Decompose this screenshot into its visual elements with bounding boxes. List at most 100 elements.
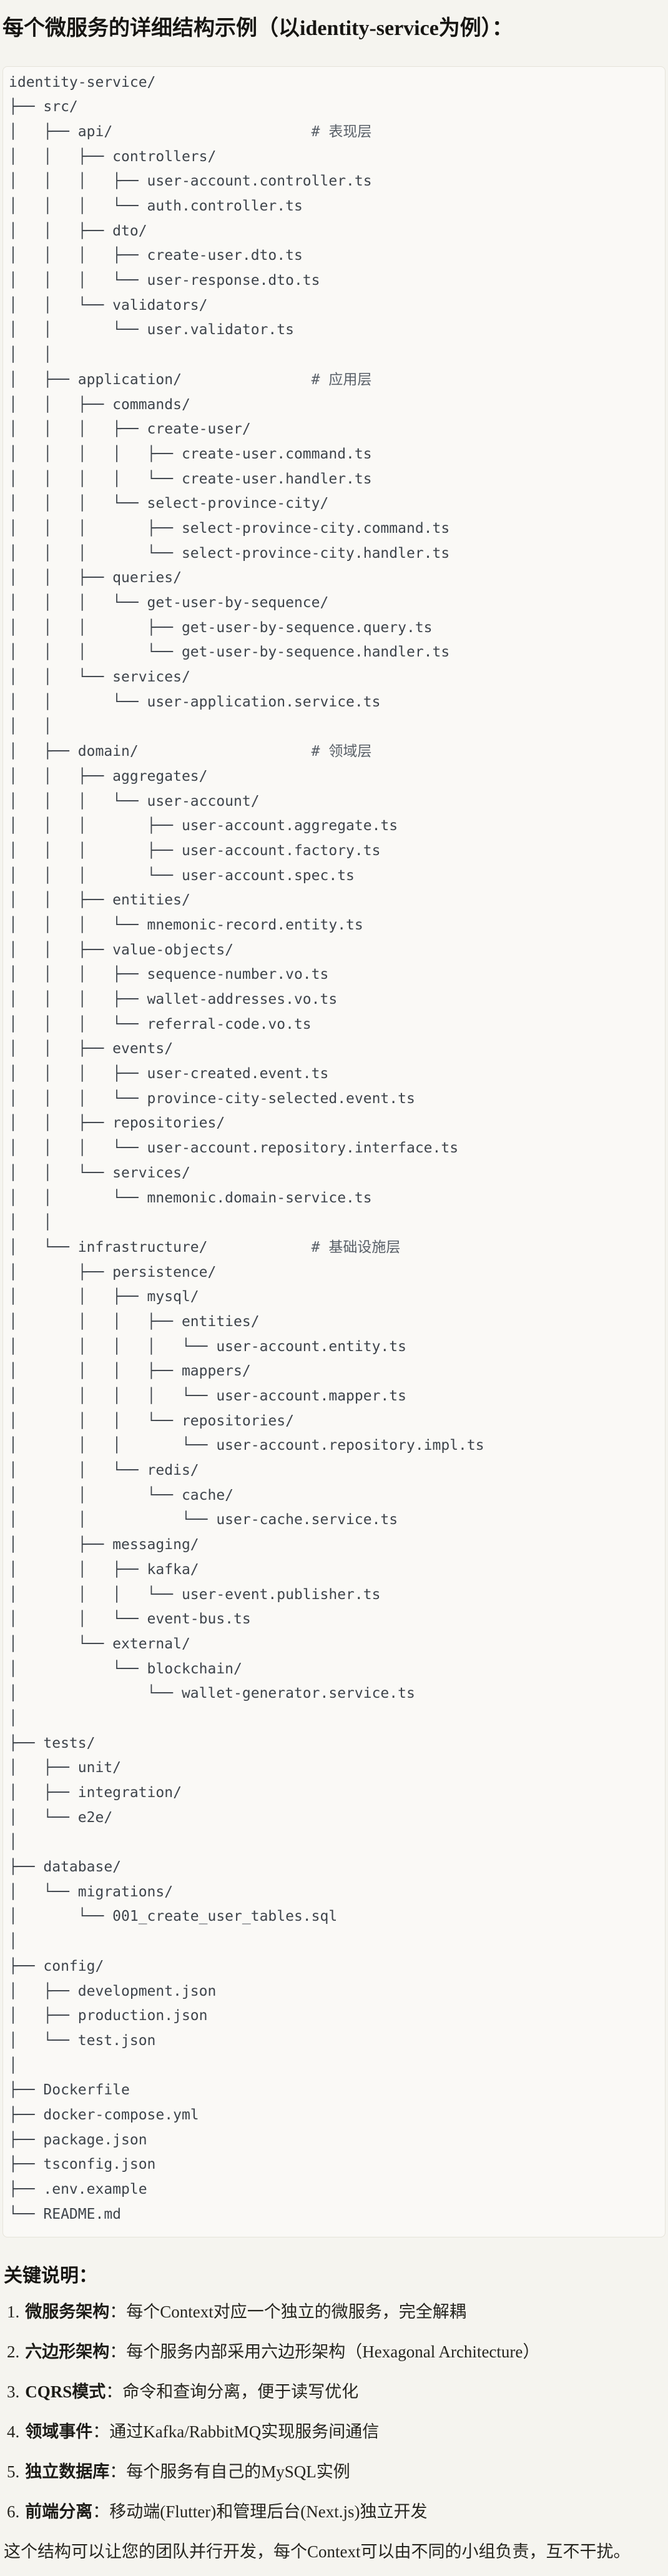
tree-comment: # 领域层 — [311, 743, 372, 760]
tree-line: │ └── wallet-generator.service.ts — [9, 1685, 415, 1702]
note-text: ：通过Kafka/RabbitMQ实现服务间通信 — [92, 2422, 380, 2442]
tree-line: │ ├── unit/ — [9, 1760, 122, 1776]
tree-line: │ │ ├── commands/ — [9, 396, 190, 413]
tree-line: └── README.md — [9, 2206, 122, 2222]
tree-line: │ │ │ └── repositories/ — [9, 1412, 294, 1429]
note-item-independent-db: 5.独立数据库：每个服务有自己的MySQL实例 — [7, 2460, 666, 2484]
note-item-hexagonal: 2.六边形架构：每个服务内部采用六边形架构（Hexagonal Architec… — [7, 2340, 666, 2364]
tree-line: │ │ │ ├── mappers/ — [9, 1363, 251, 1380]
tree-line: │ — [9, 2057, 17, 2074]
tree-comment: # 表现层 — [311, 123, 372, 140]
note-label: 领域事件 — [25, 2422, 93, 2442]
tree-line: │ — [9, 1933, 17, 1950]
file-tree: identity-service/ ├── src/ │ ├── api/ # 表现… — [9, 71, 660, 2227]
tree-line: │ │ │ └── get-user-by-sequence.handler.t… — [9, 644, 450, 661]
note-label: 六边形架构 — [25, 2342, 110, 2362]
tree-line: │ │ │ │ └── user-account.mapper.ts — [9, 1388, 406, 1405]
tree-line: │ ├── production.json — [9, 2008, 208, 2024]
tree-line: │ — [9, 1834, 17, 1851]
note-text: ：每个服务有自己的MySQL实例 — [109, 2462, 350, 2482]
tree-line: │ │ ├── queries/ — [9, 570, 182, 587]
tree-line: │ │ │ └── auth.controller.ts — [9, 198, 303, 215]
tree-line: │ │ │ ├── select-province-city.command.t… — [9, 520, 450, 537]
tree-line: │ │ └── services/ — [9, 669, 190, 686]
tree-line: │ │ │ └── select-province-city/ — [9, 495, 329, 512]
note-text: ：命令和查询分离，便于读写优化 — [106, 2382, 359, 2402]
tree-line: │ │ ├── events/ — [9, 1041, 174, 1058]
tree-line: ├── src/ — [9, 99, 78, 116]
tree-comment: # 基础设施层 — [311, 1239, 401, 1256]
tree-line: │ ├── development.json — [9, 1983, 217, 1999]
note-text: ：每个Context对应一个独立的微服务，完全解耦 — [109, 2302, 466, 2322]
note-number: 1. — [7, 2302, 20, 2322]
tree-line: │ │ — [9, 347, 52, 364]
tree-line: │ │ │ ├── entities/ — [9, 1313, 260, 1330]
tree-line: │ │ └── user-application.service.ts — [9, 693, 381, 710]
note-item-cqrs: 3.CQRS模式：命令和查询分离，便于读写优化 — [7, 2380, 666, 2404]
tree-line: │ │ ├── dto/ — [9, 222, 147, 239]
tree-line: │ │ — [9, 1214, 52, 1231]
tree-line: │ │ │ └── user-account.repository.impl.t… — [9, 1437, 484, 1454]
tree-line: │ │ └── redis/ — [9, 1462, 199, 1479]
tree-line: ├── config/ — [9, 1958, 104, 1974]
tree-line: │ │ — [9, 718, 52, 735]
note-label: CQRS模式 — [25, 2382, 106, 2402]
note-text: ：移动端(Flutter)和管理后台(Next.js)独立开发 — [92, 2502, 428, 2522]
tree-line: │ │ │ └── user-account.repository.interf… — [9, 1140, 459, 1157]
tree-line: │ ├── api/ # 表现层 — [9, 123, 372, 140]
tree-line: ├── tests/ — [9, 1735, 96, 1751]
tree-line: │ │ │ ├── create-user/ — [9, 421, 251, 438]
tree-line: │ └── e2e/ — [9, 1809, 113, 1826]
tree-line: │ │ │ ├── user-created.event.ts — [9, 1066, 329, 1082]
tree-line: │ — [9, 1710, 17, 1726]
page-title: 每个微服务的详细结构示例（以identity-service为例）： — [2, 17, 513, 40]
tree-line: │ │ └── mnemonic.domain-service.ts — [9, 1189, 372, 1206]
note-number: 5. — [7, 2462, 20, 2482]
note-item-microservices: 1.微服务架构：每个Context对应一个独立的微服务，完全解耦 — [7, 2300, 666, 2324]
tree-line: ├── Dockerfile — [9, 2082, 130, 2099]
note-number: 2. — [7, 2342, 20, 2362]
tree-line: │ │ ├── repositories/ — [9, 1115, 225, 1132]
tree-line: │ │ │ └── province-city-selected.event.t… — [9, 1090, 415, 1107]
note-label: 前端分离 — [25, 2502, 93, 2522]
note-number: 4. — [7, 2422, 20, 2442]
tree-line: ├── .env.example — [9, 2181, 147, 2198]
tree-line: identity-service/ — [9, 74, 156, 91]
tree-line: │ │ │ ├── user-account.factory.ts — [9, 842, 381, 859]
note-text: ：每个服务内部采用六边形架构（Hexagonal Architecture） — [109, 2342, 540, 2362]
tree-line: │ │ ├── mysql/ — [9, 1289, 199, 1305]
note-label: 微服务架构 — [25, 2302, 110, 2322]
tree-line: │ │ │ └── mnemonic-record.entity.ts — [9, 916, 363, 933]
tree-line: │ │ └── event-bus.ts — [9, 1611, 251, 1628]
tree-line: │ │ ├── controllers/ — [9, 148, 217, 165]
note-item-frontend-split: 6.前端分离：移动端(Flutter)和管理后台(Next.js)独立开发 — [7, 2500, 666, 2524]
notes-heading: 关键说明： — [4, 2266, 97, 2287]
document-body: 每个微服务的详细结构示例（以identity-service为例）： ident… — [2, 14, 666, 2564]
tree-line: │ │ ├── value-objects/ — [9, 941, 234, 958]
tree-comment: # 应用层 — [311, 371, 372, 388]
note-number: 6. — [7, 2502, 20, 2522]
tree-line: │ │ │ ├── user-account.aggregate.ts — [9, 818, 398, 835]
tree-line: │ ├── domain/ # 领域层 — [9, 743, 372, 760]
tree-line: │ │ └── user.validator.ts — [9, 322, 294, 339]
tree-line: │ │ │ └── user-response.dto.ts — [9, 272, 320, 289]
tree-line: │ ├── application/ # 应用层 — [9, 371, 372, 388]
note-number: 3. — [7, 2382, 20, 2402]
note-item-domain-events: 4.领域事件：通过Kafka/RabbitMQ实现服务间通信 — [7, 2420, 666, 2444]
notes-list: 1.微服务架构：每个Context对应一个独立的微服务，完全解耦 2.六边形架构… — [2, 2300, 666, 2524]
tree-line: ├── docker-compose.yml — [9, 2106, 199, 2123]
tree-line: │ │ └── cache/ — [9, 1487, 234, 1503]
tree-line: │ └── external/ — [9, 1635, 190, 1652]
tree-line: │ │ │ └── user-event.publisher.ts — [9, 1586, 381, 1603]
tree-line: │ │ │ ├── user-account.controller.ts — [9, 173, 372, 190]
tree-line: ├── tsconfig.json — [9, 2156, 156, 2173]
tree-line: │ │ │ └── referral-code.vo.ts — [9, 1016, 312, 1033]
tree-line: │ │ │ └── user-account.spec.ts — [9, 867, 355, 884]
tree-line: ├── package.json — [9, 2131, 147, 2148]
tree-line: │ └── blockchain/ — [9, 1660, 242, 1677]
code-block: identity-service/ ├── src/ │ ├── api/ # 表现… — [2, 66, 666, 2238]
tree-line: │ └── migrations/ — [9, 1883, 174, 1900]
tree-line: │ │ │ ├── sequence-number.vo.ts — [9, 966, 329, 983]
tree-line: │ │ │ │ └── create-user.handler.ts — [9, 470, 372, 487]
tree-line: │ ├── messaging/ — [9, 1537, 199, 1553]
